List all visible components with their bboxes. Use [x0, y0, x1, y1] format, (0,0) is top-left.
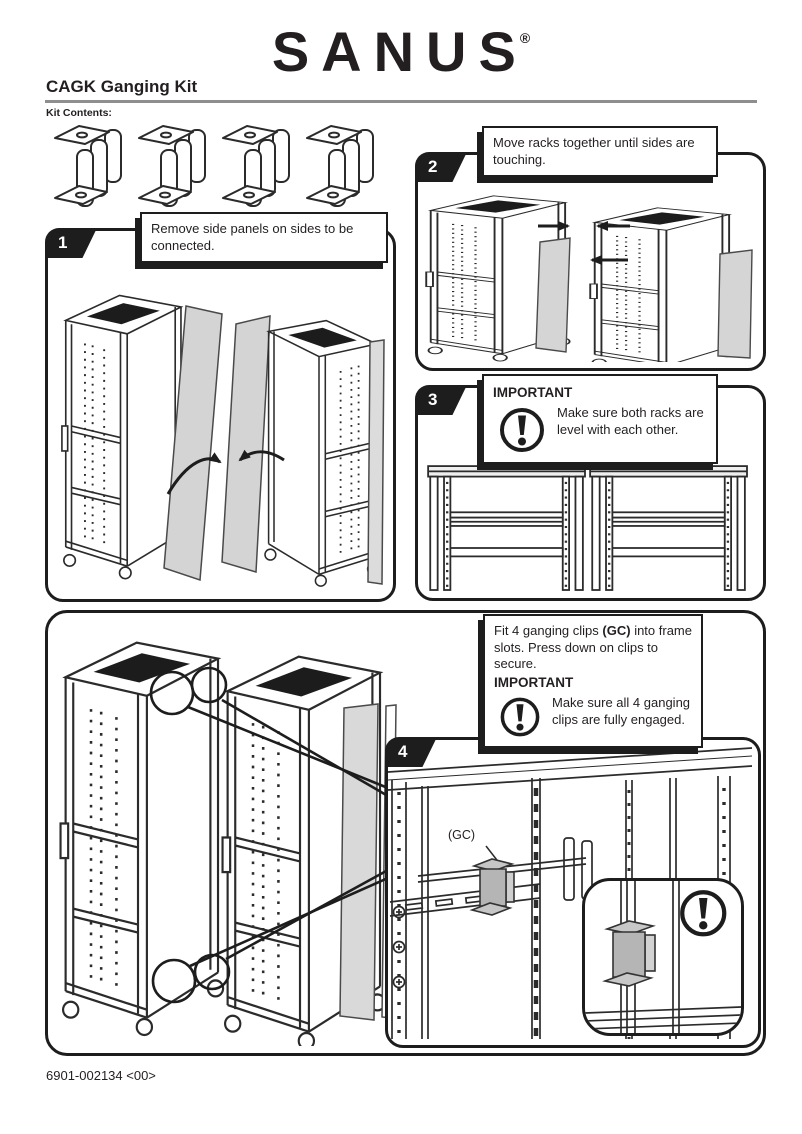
warning-icon — [682, 892, 724, 934]
gc-part-label: (GC) — [448, 828, 476, 842]
step2-illustration — [425, 194, 753, 362]
step4-instruction-pre: Fit 4 ganging clips — [494, 623, 603, 638]
kit-contents-label: Kit Contents: — [46, 107, 112, 119]
step4-instruction: Fit 4 ganging clips (GC) into frame slot… — [494, 623, 692, 673]
step4-panel — [45, 610, 766, 1056]
clip-location-circle — [193, 953, 231, 991]
important-text: Make sure both racks are level with each… — [557, 405, 704, 437]
step1-callout: Remove side panels on sides to be connec… — [140, 212, 388, 264]
inset-illustration — [585, 881, 741, 1033]
ganging-clip-detail — [469, 858, 515, 916]
step1-panel — [45, 228, 396, 602]
brand-logo: SANUS® — [0, 24, 802, 80]
clip-location-circle — [190, 666, 228, 704]
important-text: Make sure all 4 ganging clips are fully … — [552, 695, 691, 727]
step4-detail-panel: (GC) — [385, 737, 761, 1048]
warning-icon — [500, 408, 544, 453]
important-label: IMPORTANT — [494, 674, 574, 690]
registered-mark: ® — [519, 30, 531, 46]
step4-instruction-gc: (GC) — [602, 623, 631, 638]
step4-detail-illustration — [388, 747, 752, 1039]
part-number: 6901-002134 <00> — [46, 1068, 156, 1083]
ganging-clip-icon — [306, 125, 374, 207]
ganging-clip-closeup — [602, 920, 656, 987]
title-divider — [45, 100, 757, 103]
ganging-clip-icon — [54, 125, 122, 207]
important-label: IMPORTANT — [493, 385, 573, 400]
step2-number-badge: 2 — [415, 152, 467, 182]
step1-illustration — [60, 294, 385, 587]
clip-location-circle — [151, 958, 197, 1004]
step3-callout: IMPORTANT Make sure both racks are level… — [482, 374, 718, 465]
kit-contents-illustration — [50, 116, 386, 212]
step4-callout: Fit 4 ganging clips (GC) into frame slot… — [483, 614, 703, 749]
brand-logo-text: SANUS — [271, 20, 528, 83]
step2-panel — [415, 152, 766, 371]
warning-icon — [500, 697, 540, 737]
step4-inset-closeup — [582, 878, 744, 1036]
step2-callout: Move racks together until sides are touc… — [482, 126, 718, 178]
ganging-clip-icon — [138, 125, 206, 207]
page-title: CAGK Ganging Kit — [46, 77, 198, 96]
ganging-clip-icon — [222, 125, 290, 207]
step4-instruction-post: into frame slots. Press down on clips to… — [494, 623, 692, 672]
